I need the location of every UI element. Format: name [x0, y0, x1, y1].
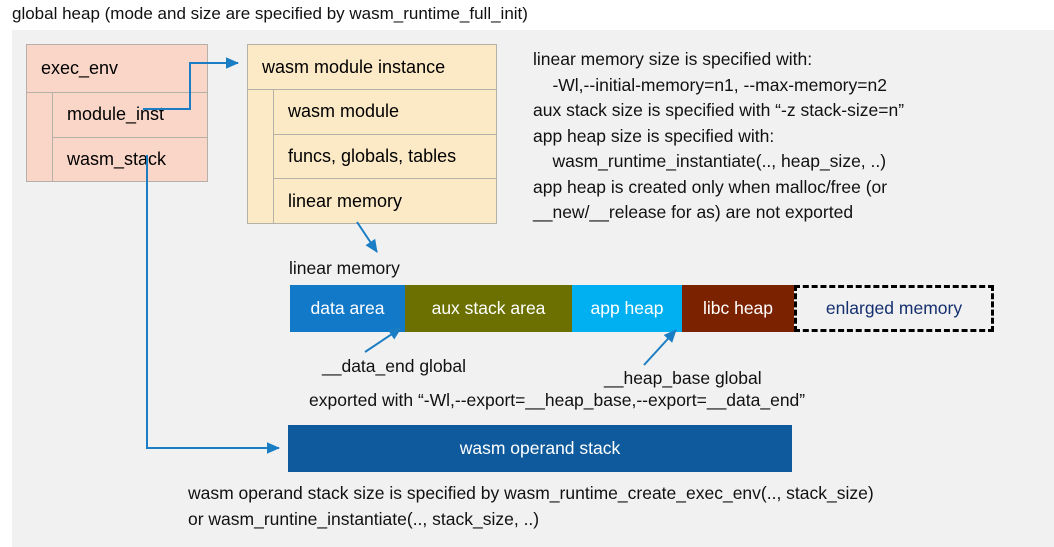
exec-env-row-module-inst: module_inst [53, 93, 207, 138]
exec-env-body: module_inst wasm_stack [27, 93, 207, 182]
annotation-exported-with: exported with “-Wl,--export=__heap_base,… [309, 390, 806, 410]
memory-segment-aux-stack-area: aux stack area [405, 285, 572, 332]
exec-env-gutter [27, 93, 53, 182]
diagram-canvas: exec_env module_inst wasm_stack wasm mod… [12, 30, 1054, 547]
linear-memory-notes: linear memory size is specified with: -W… [533, 49, 905, 222]
memory-segment-app-heap: app heap [572, 285, 682, 332]
arrow-linear-memory-to-bar [356, 221, 378, 253]
module-instance-rows: wasm module funcs, globals, tables linea… [274, 90, 496, 224]
module-instance-row-linear-memory: linear memory [288, 190, 403, 211]
memory-segment-enlarged-memory: enlarged memory [794, 285, 994, 332]
memory-segment-libc-heap: libc heap [682, 285, 794, 332]
annotation-data-end: __data_end global [322, 356, 467, 376]
memory-segment-data-area: data area [290, 285, 405, 332]
exec-env-rows: module_inst wasm_stack [53, 93, 207, 182]
linear-memory-caption: linear memory [289, 258, 400, 278]
module-instance-gutter [248, 90, 274, 224]
exec-env-row-wasm-stack: wasm_stack [67, 149, 167, 170]
module-instance-header: wasm module instance [248, 45, 496, 90]
arrow-heap-base [643, 329, 677, 366]
module-instance-row-wasm-module: wasm module [274, 90, 496, 135]
exec-env-box: exec_env module_inst wasm_stack [26, 44, 208, 182]
operand-stack-notes: wasm operand stack size is specified by … [188, 483, 874, 529]
annotation-heap-base: __heap_base global [604, 368, 762, 388]
wasm-operand-stack-bar: wasm operand stack [288, 425, 792, 472]
wasm-module-instance-box: wasm module instance wasm module funcs, … [247, 44, 497, 224]
module-instance-body: wasm module funcs, globals, tables linea… [248, 90, 496, 224]
page-title: global heap (mode and size are specified… [12, 4, 528, 23]
module-instance-row-funcs-globals-tables: funcs, globals, tables [274, 135, 496, 180]
exec-env-header: exec_env [27, 45, 207, 93]
